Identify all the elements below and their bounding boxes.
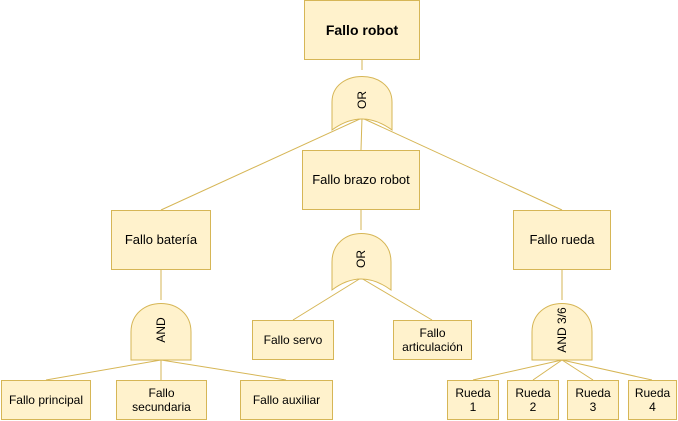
node-label: Fallo servo [263, 332, 323, 347]
connector [561, 359, 594, 381]
or-gate-shape [331, 233, 392, 292]
gate-label: AND [154, 317, 168, 343]
node-label: Fallo brazo robot [312, 172, 410, 188]
or-gate-top: OR [331, 76, 393, 131]
or-gate-brazo: OR [331, 233, 392, 292]
connector [360, 117, 363, 151]
or-gate-shape [331, 76, 393, 131]
wheel-2-box: Rueda 2 [507, 380, 559, 420]
wheel-4-box: Rueda 4 [628, 380, 677, 420]
gate-label: OR [355, 91, 369, 109]
main-failure-box: Fallo principal [1, 380, 91, 420]
node-label: Fallo secundaria [132, 385, 191, 414]
wheel-1-box: Rueda 1 [447, 380, 499, 420]
connector [360, 277, 433, 321]
servo-failure-box: Fallo servo [252, 320, 334, 360]
connector [45, 359, 162, 381]
connector [361, 117, 563, 211]
node-label: Fallo robot [325, 21, 399, 38]
top-event-box: Fallo robot [304, 0, 420, 60]
connector [532, 359, 563, 381]
connector [292, 277, 362, 321]
node-label: Rueda 4 [634, 385, 671, 414]
connector [472, 359, 563, 381]
connector [160, 359, 287, 381]
connector [561, 359, 653, 381]
arm-failure-box: Fallo brazo robot [302, 150, 420, 210]
auxiliary-failure-box: Fallo auxiliar [240, 380, 333, 420]
node-label: Fallo principal [8, 392, 84, 407]
node-label: Rueda 3 [575, 385, 611, 414]
and-gate-shape [531, 303, 593, 361]
node-label: Fallo articulación [402, 325, 463, 354]
wheel-failure-box: Fallo rueda [513, 210, 611, 270]
node-label: Rueda 1 [455, 385, 491, 414]
node-label: Fallo batería [124, 232, 198, 248]
secondary-failure-box: Fallo secundaria [116, 380, 207, 420]
node-label: Rueda 2 [515, 385, 551, 414]
connector [160, 117, 363, 211]
joint-failure-box: Fallo articulación [393, 320, 472, 360]
gate-label: OR [354, 250, 368, 268]
node-label: Fallo rueda [529, 232, 595, 248]
node-label: Fallo auxiliar [252, 392, 321, 407]
and-gate-bateria: AND [130, 303, 192, 361]
battery-failure-box: Fallo batería [111, 210, 211, 270]
and-gate-rueda: AND 3/6 [531, 303, 593, 361]
and-gate-shape [130, 303, 192, 361]
wheel-3-box: Rueda 3 [567, 380, 619, 420]
gate-label: AND 3/6 [555, 307, 569, 353]
